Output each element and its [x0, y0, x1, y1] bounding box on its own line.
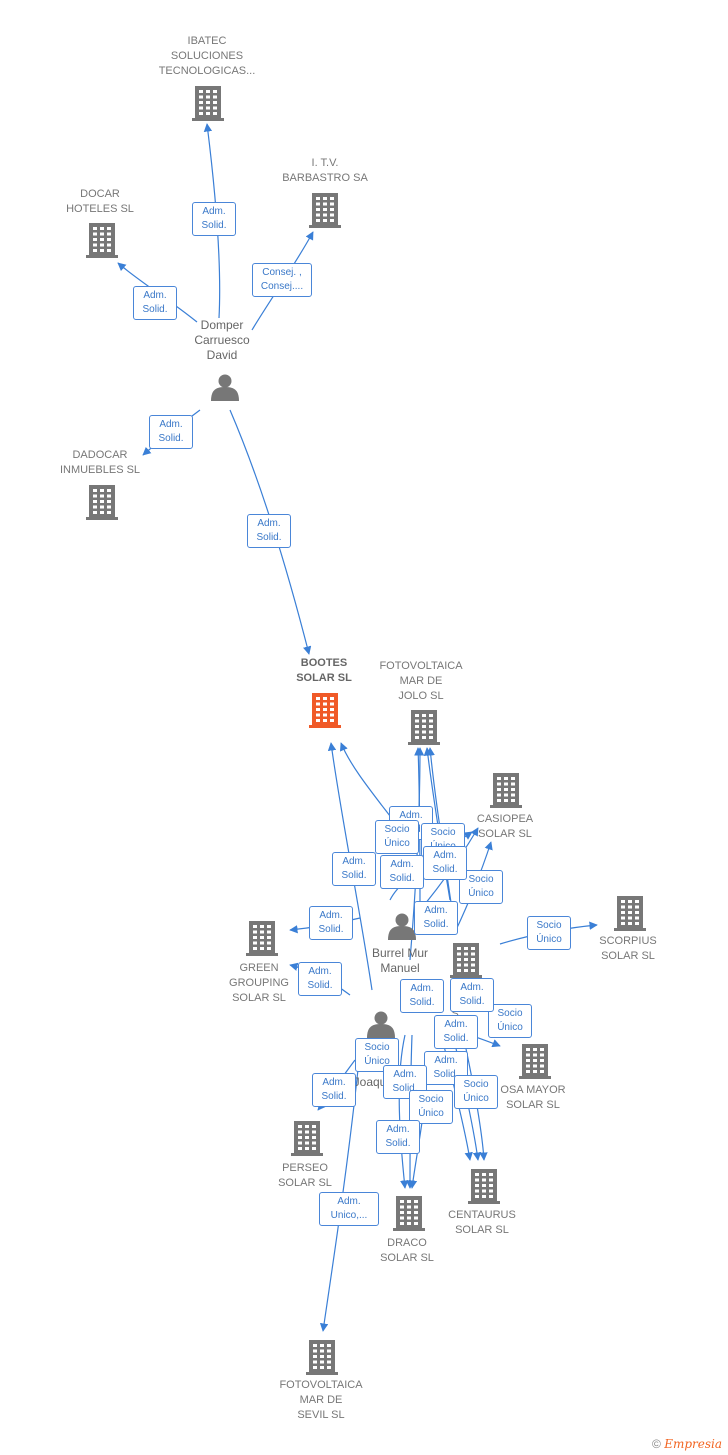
relation-badge[interactable]: Consej. , Consej.... — [252, 263, 312, 297]
building-icon[interactable] — [408, 710, 440, 745]
relationship-edges — [117, 123, 598, 1332]
relation-badge[interactable]: Socio Único — [409, 1090, 453, 1124]
company-label-itv[interactable]: I. T.V. BARBASTRO SA — [282, 157, 368, 184]
company-label-osamayor[interactable]: OSA MAYOR SOLAR SL — [500, 1084, 566, 1111]
footer-brand: © Empresia — [652, 1437, 722, 1451]
building-icon[interactable] — [490, 773, 522, 808]
person-label-joaq[interactable]: Joaqu — [353, 1075, 387, 1089]
relation-badge[interactable]: Socio Único — [488, 1004, 532, 1038]
relation-badge[interactable]: Socio Único — [527, 916, 571, 950]
company-label-fmjolo[interactable]: FOTOVOLTAICA MAR DE JOLO SL — [379, 660, 463, 702]
relation-badge[interactable]: Adm. Solid. — [247, 514, 291, 548]
relation-badge[interactable]: Socio Único — [454, 1075, 498, 1109]
person-label-burrel[interactable]: Burrel Mur Manuel — [371, 946, 429, 975]
relation-badge[interactable]: Adm. Solid. — [450, 978, 494, 1012]
building-icon[interactable] — [306, 1340, 338, 1375]
relation-badge[interactable]: Adm. Solid. — [434, 1015, 478, 1049]
person-label-domper[interactable]: Domper Carruesco David — [194, 318, 250, 362]
building-icon[interactable] — [468, 1169, 500, 1204]
brand-logo: Empresia — [664, 1437, 722, 1451]
relation-badge[interactable]: Adm. Solid. — [376, 1120, 420, 1154]
building-icon[interactable] — [309, 693, 341, 728]
company-label-scorpius[interactable]: SCORPIUS SOLAR SL — [599, 935, 657, 962]
relation-badge[interactable]: Adm. Solid. — [309, 906, 353, 940]
relation-badge[interactable]: Adm. Solid. — [332, 852, 376, 886]
relation-badge[interactable]: Adm. Solid. — [133, 286, 177, 320]
company-label-dadocar[interactable]: DADOCAR INMUEBLES SL — [59, 449, 141, 476]
company-label-bootes[interactable]: BOOTES SOLAR SL — [296, 657, 352, 684]
person-icon[interactable] — [211, 374, 239, 402]
relationship-edge — [398, 1034, 409, 1189]
relation-badge[interactable]: Adm. Solid. — [400, 979, 444, 1013]
relation-badge[interactable]: Adm. Solid. — [312, 1073, 356, 1107]
relationship-edge — [339, 742, 391, 817]
graph-nodes — [86, 86, 646, 1375]
relation-badge[interactable]: Adm. Solid. — [380, 855, 424, 889]
building-icon[interactable] — [393, 1196, 425, 1231]
building-icon[interactable] — [291, 1121, 323, 1156]
relation-badge[interactable]: Adm. Solid. — [149, 415, 193, 449]
building-icon[interactable] — [86, 223, 118, 258]
company-label-docar[interactable]: DOCAR HOTELES SL — [66, 188, 134, 215]
building-icon[interactable] — [519, 1044, 551, 1079]
company-label-fmsevil[interactable]: FOTOVOLTAICA MAR DE SEVIL SL — [279, 1379, 363, 1421]
relation-badge[interactable]: Socio Único — [459, 870, 503, 904]
building-icon[interactable] — [86, 485, 118, 520]
copyright-symbol: © — [652, 1437, 661, 1451]
relation-badge[interactable]: Adm. Solid. — [298, 962, 342, 996]
relation-badge[interactable]: Adm. Solid. — [414, 901, 458, 935]
building-icon[interactable] — [614, 896, 646, 931]
building-icon[interactable] — [246, 921, 278, 956]
company-label-green[interactable]: GREEN GROUPING SOLAR SL — [229, 962, 289, 1004]
company-label-perseo[interactable]: PERSEO SOLAR SL — [278, 1162, 332, 1189]
company-label-draco[interactable]: DRACO SOLAR SL — [380, 1237, 434, 1264]
relation-badge[interactable]: Adm. Solid. — [192, 202, 236, 236]
person-icon[interactable] — [388, 913, 416, 941]
relation-badge[interactable]: Adm. Solid. — [423, 846, 467, 880]
building-icon[interactable] — [450, 943, 482, 978]
company-label-centaurus[interactable]: CENTAURUS SOLAR SL — [448, 1209, 516, 1236]
building-icon[interactable] — [309, 193, 341, 228]
building-icon[interactable] — [192, 86, 224, 121]
company-label-ibatec[interactable]: IBATEC SOLUCIONES TECNOLOGICAS... — [158, 35, 256, 77]
person-icon[interactable] — [367, 1011, 395, 1039]
company-label-casiopea[interactable]: CASIOPEA SOLAR SL — [476, 813, 534, 840]
relation-badge[interactable]: Adm. Unico,... — [319, 1192, 379, 1226]
relation-badge[interactable]: Socio Único — [375, 820, 419, 854]
